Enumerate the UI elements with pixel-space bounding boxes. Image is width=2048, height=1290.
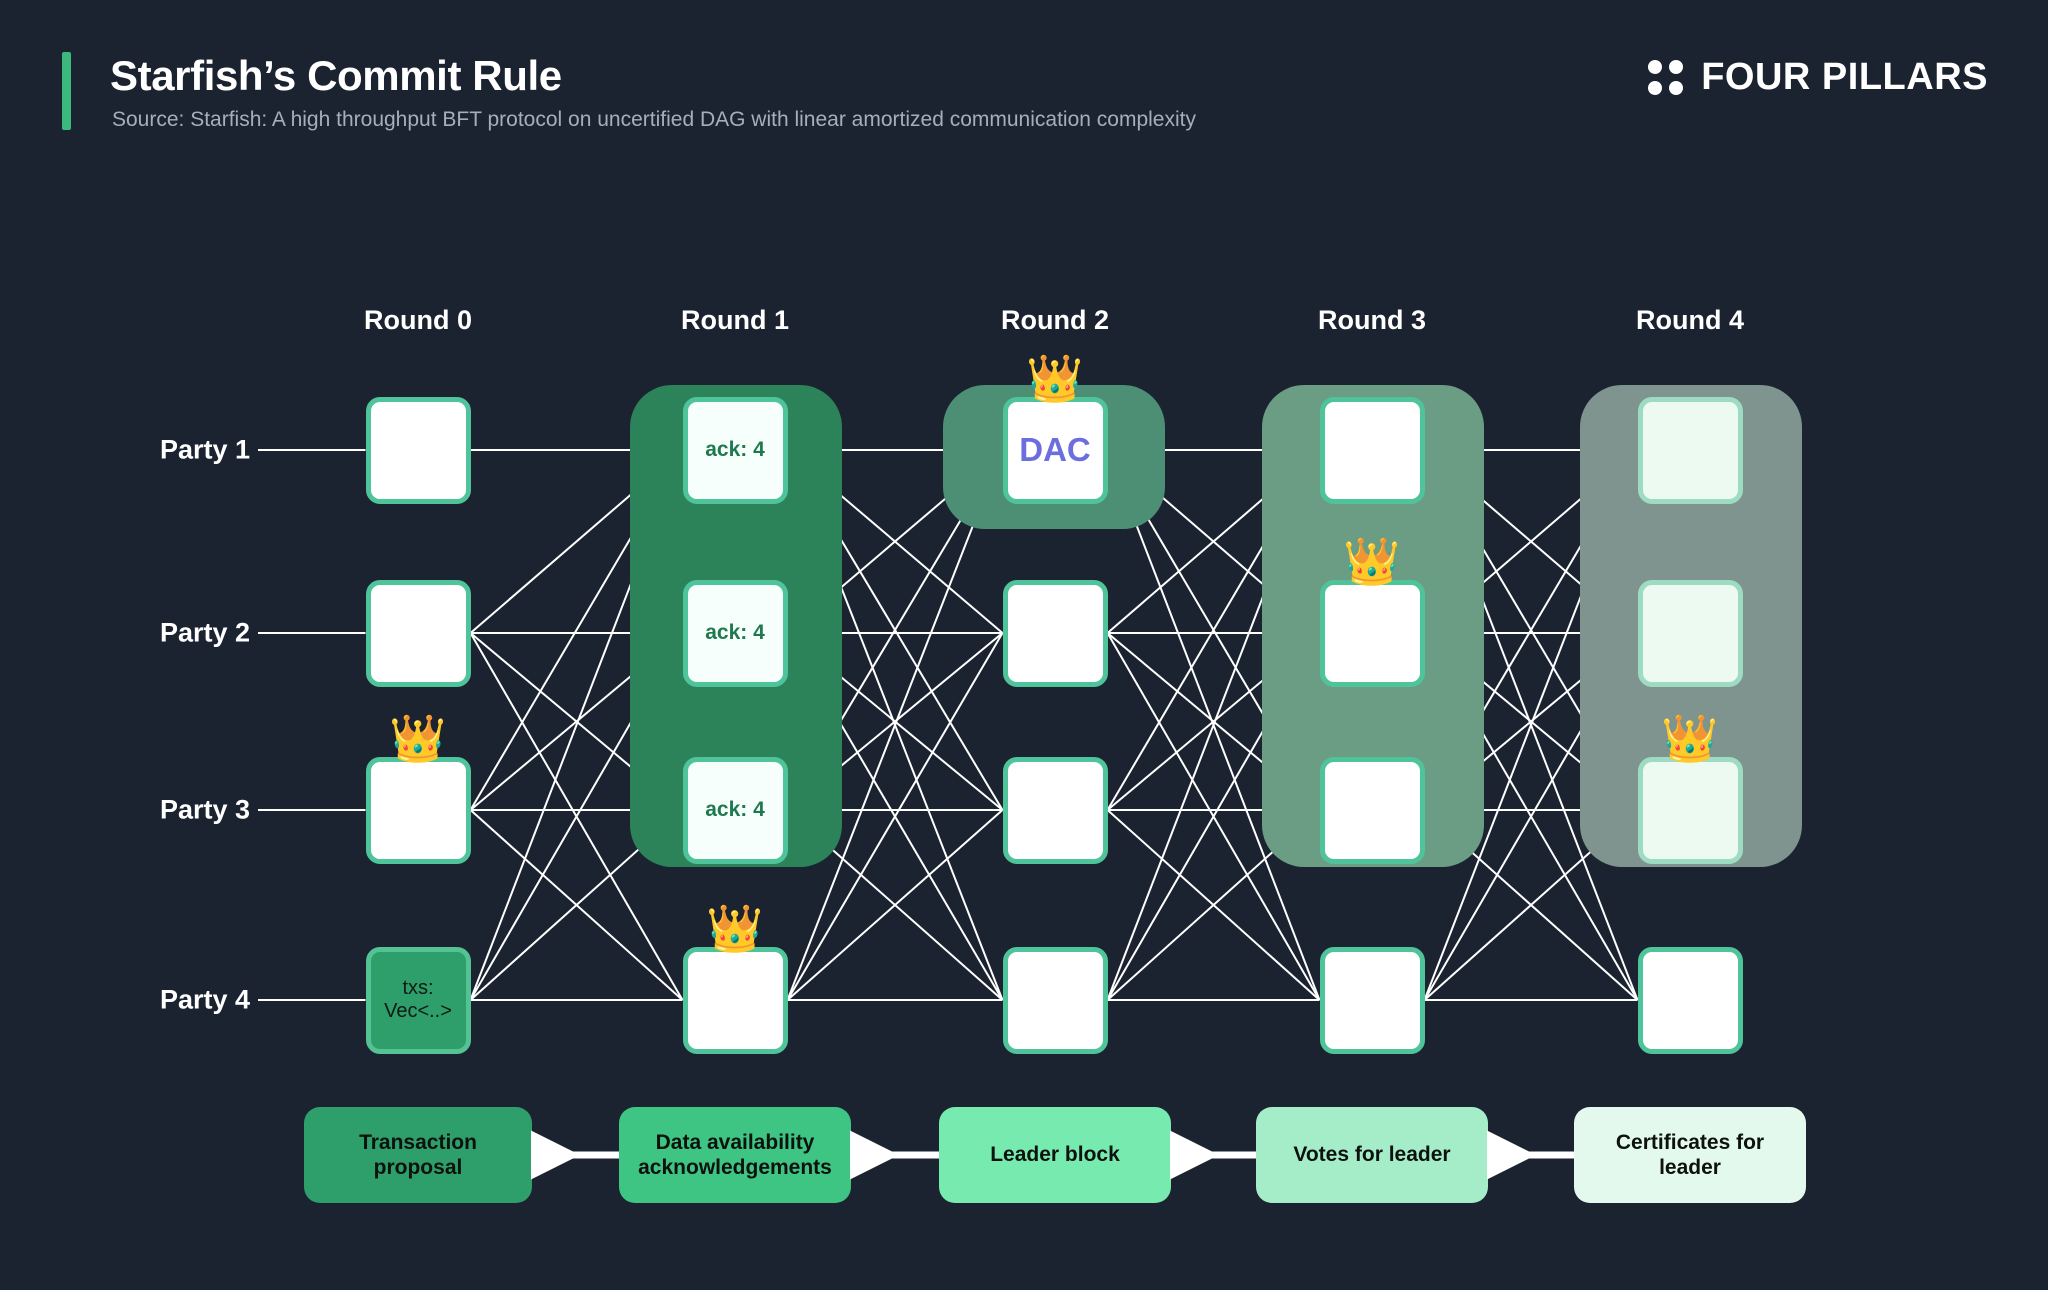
round-label-2: Round 2 xyxy=(1001,305,1109,335)
legend-item-label: Votes for leader xyxy=(1293,1143,1451,1167)
dag-node-r0-p3[interactable] xyxy=(365,756,471,864)
dag-node-label: txs:Vec<..> xyxy=(384,977,452,1022)
page-header: Starfish’s Commit Rule Source: Starfish:… xyxy=(0,0,2048,160)
dag-node-r2-p3[interactable] xyxy=(1002,756,1108,864)
dag-node-r2-p1[interactable]: DAC xyxy=(1002,396,1108,504)
crown-icon-r0-p3: 👑 xyxy=(389,711,447,764)
legend-item-label: Transaction proposal xyxy=(359,1130,477,1179)
dag-node-r0-p2[interactable] xyxy=(365,579,471,687)
legend-item-label: Leader block xyxy=(990,1143,1120,1167)
crown-icon-r3-p2: 👑 xyxy=(1343,534,1401,587)
legend-item-3[interactable]: Votes for leader xyxy=(1256,1107,1488,1203)
dag-node-r1-p2[interactable]: ack: 4 xyxy=(682,579,788,687)
legend-item-0[interactable]: Transaction proposal xyxy=(304,1107,532,1203)
page-subtitle: Source: Starfish: A high throughput BFT … xyxy=(112,108,1196,131)
dag-node-r3-p2[interactable] xyxy=(1319,579,1425,687)
dag-node-r3-p4[interactable] xyxy=(1319,946,1425,1054)
legend-item-2[interactable]: Leader block xyxy=(939,1107,1171,1203)
dag-node-r0-p1[interactable] xyxy=(365,396,471,504)
dag-node-r1-p4[interactable] xyxy=(682,946,788,1054)
legend-item-4[interactable]: Certificates for leader xyxy=(1574,1107,1806,1203)
round-label-4: Round 4 xyxy=(1636,305,1744,335)
dag-node-r4-p4[interactable] xyxy=(1637,946,1743,1054)
party-label-3: Party 3 xyxy=(159,794,250,825)
brand-name: FOUR PILLARS xyxy=(1701,56,1988,98)
dag-node-r4-p3[interactable] xyxy=(1637,756,1743,864)
four-dots-icon xyxy=(1648,60,1684,95)
dag-node-r3-p3[interactable] xyxy=(1319,756,1425,864)
dag-node-r1-p3[interactable]: ack: 4 xyxy=(682,756,788,864)
crown-icon-r4-p3: 👑 xyxy=(1661,711,1719,764)
crown-icon-r2-p1: 👑 xyxy=(1026,351,1084,404)
crown-icon-r1-p4: 👑 xyxy=(706,901,764,954)
page-title: Starfish’s Commit Rule xyxy=(110,52,562,99)
title-accent-bar xyxy=(62,52,71,130)
party-label-2: Party 2 xyxy=(159,617,250,648)
legend-item-label: Certificates for leader xyxy=(1615,1130,1765,1179)
dag-node-label: DAC xyxy=(1019,431,1091,469)
dag-node-r0-p4[interactable]: txs:Vec<..> xyxy=(365,946,471,1054)
dag-node-r1-p1[interactable]: ack: 4 xyxy=(682,396,788,504)
round-label-3: Round 3 xyxy=(1318,305,1426,335)
round-label-1: Round 1 xyxy=(681,305,789,335)
dag-node-r4-p1[interactable] xyxy=(1637,396,1743,504)
dag-node-r2-p4[interactable] xyxy=(1002,946,1108,1054)
dag-node-r2-p2[interactable] xyxy=(1002,579,1108,687)
dag-node-r3-p1[interactable] xyxy=(1319,396,1425,504)
dag-node-label: ack: 4 xyxy=(705,437,765,461)
party-label-4: Party 4 xyxy=(159,984,250,1015)
brand-logo: FOUR PILLARS xyxy=(1648,56,1988,99)
dag-node-label: ack: 4 xyxy=(705,797,765,821)
dag-node-r4-p2[interactable] xyxy=(1637,579,1743,687)
legend-item-1[interactable]: Data availability acknowledgements xyxy=(619,1107,851,1203)
legend-item-label: Data availability acknowledgements xyxy=(638,1130,832,1179)
dag-node-label: ack: 4 xyxy=(705,620,765,644)
party-label-1: Party 1 xyxy=(159,434,250,465)
round-label-0: Round 0 xyxy=(364,305,472,335)
